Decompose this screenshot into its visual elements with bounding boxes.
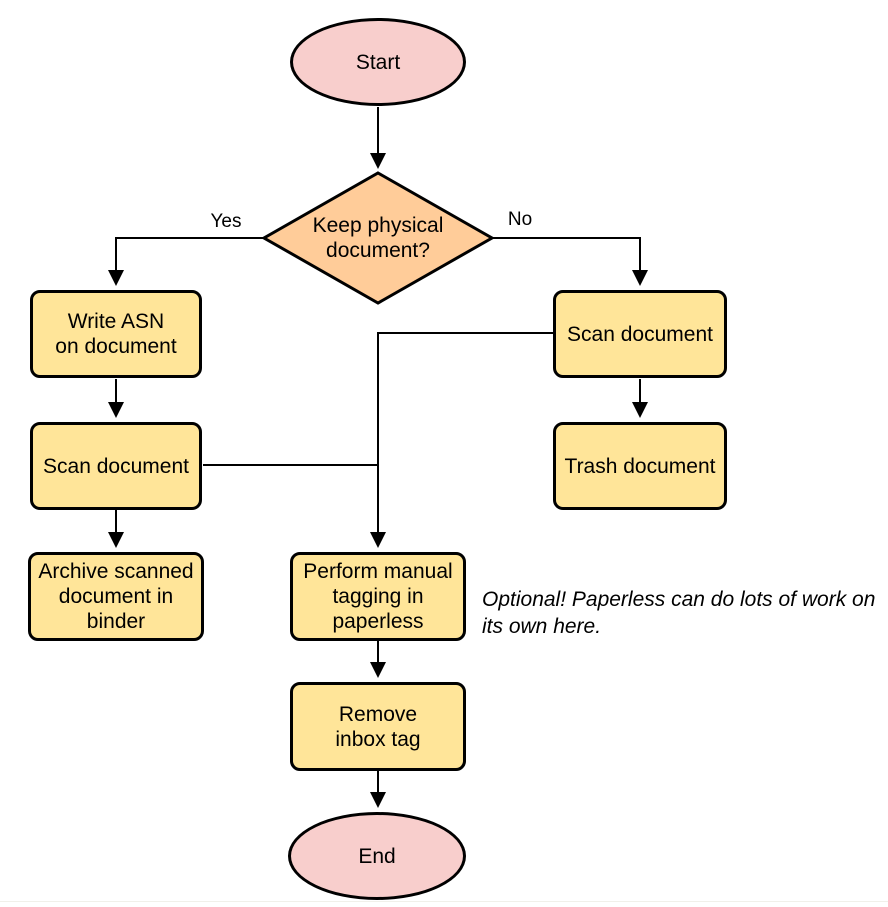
- node-scan-document-right: Scan document: [553, 290, 727, 378]
- edge-label-yes: Yes: [210, 211, 242, 232]
- node-decision: Keep physical document?: [278, 211, 478, 265]
- bottom-divider: [0, 901, 888, 902]
- node-archive-document-label: Archive scanned document in binder: [38, 560, 194, 633]
- node-manual-tagging-label: Perform manual tagging in paperless: [303, 560, 453, 633]
- edge-decision-no-to-scan-right: [493, 237, 648, 286]
- node-manual-tagging: Perform manual tagging in paperless: [290, 552, 466, 641]
- node-remove-inbox-tag-label: Remove inbox tag: [335, 702, 421, 751]
- decision-diamond-shape: [260, 171, 496, 305]
- edge-scan-right-to-tagging: [370, 332, 553, 548]
- optional-note: Optional! Paperless can do lots of work …: [482, 588, 876, 638]
- node-start-label: Start: [355, 50, 401, 74]
- node-start: Start: [290, 18, 466, 106]
- node-scan-document-left: Scan document: [30, 422, 202, 510]
- edge-label-no: No: [507, 209, 533, 230]
- node-trash-document-label: Trash document: [564, 454, 716, 478]
- node-scan-document-left-label: Scan document: [43, 454, 189, 478]
- node-decision-label: Keep physical document?: [312, 214, 444, 262]
- node-write-asn-label: Write ASN on document: [55, 310, 177, 358]
- node-end: End: [288, 812, 466, 900]
- node-end-label: End: [358, 844, 396, 868]
- node-write-asn: Write ASN on document: [30, 290, 202, 378]
- edge-decision-yes-to-write-asn: [108, 237, 263, 286]
- node-trash-document: Trash document: [553, 422, 727, 510]
- node-archive-document: Archive scanned document in binder: [28, 552, 204, 641]
- node-scan-document-right-label: Scan document: [567, 322, 713, 346]
- node-remove-inbox-tag: Remove inbox tag: [290, 682, 466, 771]
